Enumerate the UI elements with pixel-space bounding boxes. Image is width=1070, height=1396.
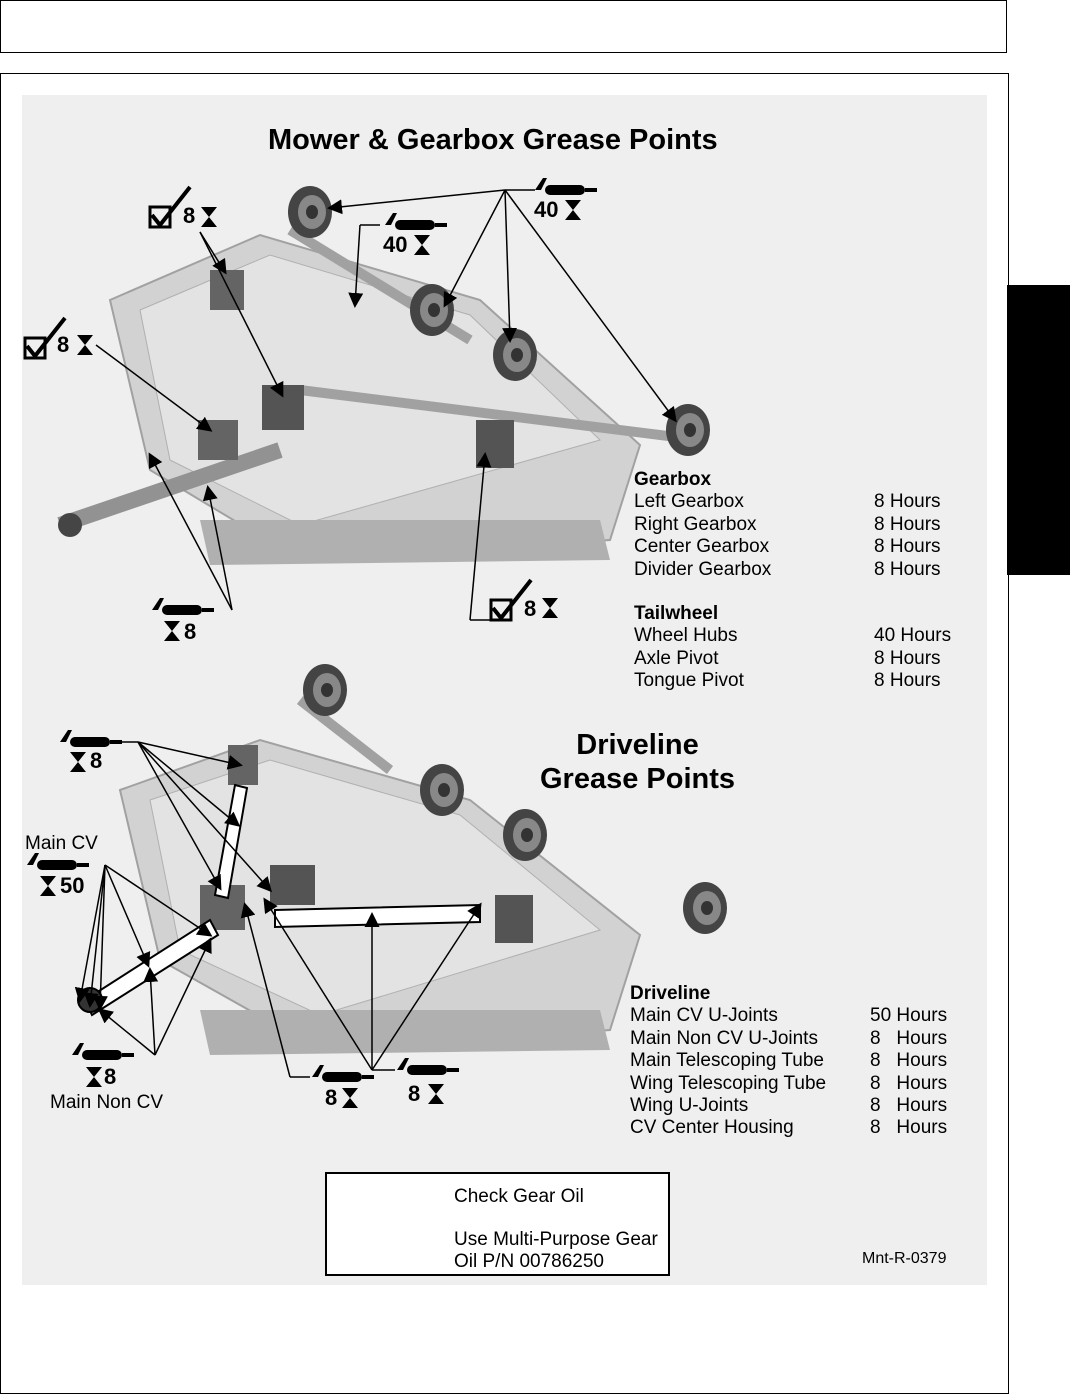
page-frame <box>0 73 1009 1394</box>
legend-check-label: Check Gear Oil <box>454 1186 584 1207</box>
callout-wing-hours: 8 <box>408 1081 421 1106</box>
row-label: Wing U-Joints <box>630 1095 749 1117</box>
row-value: 8 Hours <box>874 513 941 535</box>
row-value: 8 Hours <box>870 1072 948 1094</box>
tailwheel-icon <box>420 764 464 816</box>
row-label: Main Non CV U-Joints <box>630 1027 818 1049</box>
row-value: 8 Hours <box>870 1095 948 1117</box>
schedule-row: Right Gearbox 8 Hours <box>634 514 951 536</box>
tailwheel-icon <box>683 882 727 934</box>
schedule-row: Wing U-Joints 8 Hours <box>630 1095 947 1117</box>
callout-wheel-hubs-hours: 40 <box>534 197 559 222</box>
grease-gun-icon <box>27 853 89 870</box>
row-value: 8 Hours <box>870 1050 948 1072</box>
row-label: Right Gearbox <box>634 513 757 535</box>
tailwheel-icon <box>288 186 332 238</box>
schedule-row: Axle Pivot 8 Hours <box>634 648 951 670</box>
schedule-row: Main Non CV U-Joints 8 Hours <box>630 1028 947 1050</box>
hourglass-icons-bottom <box>40 752 444 1108</box>
driveline-schedule: Driveline Main CV U-Joints 50 Hours Main … <box>630 983 947 1140</box>
grease-gun-icon <box>385 213 447 230</box>
callout-tongue-pivot-hours: 8 <box>184 619 197 644</box>
schedule-row: CV Center Housing 8 Hours <box>630 1117 947 1139</box>
gearbox-heading: Gearbox <box>634 469 712 490</box>
figure-code: Mnt-R-0379 <box>862 1250 947 1267</box>
section2-title-line2: Grease Points <box>539 763 736 795</box>
section-tab <box>1007 285 1070 575</box>
schedule-row: Left Gearbox 8 Hours <box>634 491 951 513</box>
schedule-row: Wheel Hubs 40 Hours <box>634 625 951 647</box>
check-icon-right-gearbox <box>489 578 533 622</box>
legend-grease-label-line2: Oil P/N 00786250 <box>454 1251 604 1272</box>
tailwheel-icon <box>666 404 710 456</box>
legend-grease-label-line1: Use Multi-Purpose Gear <box>454 1229 658 1250</box>
schedule-row: Center Gearbox 8 Hours <box>634 536 951 558</box>
row-value: 8 Hours <box>874 558 941 580</box>
schedule-row: Wing Telescoping Tube 8 Hours <box>630 1073 947 1095</box>
tailwheel-icon <box>303 664 347 716</box>
grease-gun-icon <box>312 1065 374 1082</box>
check-icon-divider <box>23 316 67 360</box>
page-header-box <box>0 0 1007 53</box>
schedule-row: Main Telescoping Tube 8 Hours <box>630 1050 947 1072</box>
grease-gun-icon <box>72 1043 134 1060</box>
row-label: Tongue Pivot <box>634 670 744 692</box>
callout-main-non-cv-hours: 8 <box>104 1064 117 1089</box>
row-value: 8 Hours <box>874 491 941 513</box>
schedule-row: Main CV U-Joints 50 Hours <box>630 1005 947 1027</box>
row-label: CV Center Housing <box>630 1117 794 1139</box>
row-label: Center Gearbox <box>634 536 770 558</box>
row-label: Left Gearbox <box>634 491 744 513</box>
tailwheel-icon <box>410 284 454 336</box>
callout-main-cv-hours: 50 <box>60 873 85 898</box>
callout-telescoping-hours: 8 <box>325 1085 338 1110</box>
row-label: Divider Gearbox <box>634 558 772 580</box>
grease-gun-icon <box>535 178 597 195</box>
row-value: 8 Hours <box>874 536 941 558</box>
grease-gun-icon <box>60 730 122 747</box>
callout-divider-hours: 8 <box>57 332 70 357</box>
schedule-row: Tongue Pivot 8 Hours <box>634 670 951 692</box>
row-label: Wing Telescoping Tube <box>630 1072 827 1094</box>
legend-box <box>325 1172 670 1276</box>
bottom-callout-lines <box>74 741 482 1078</box>
section2-title-line1: Driveline <box>576 729 699 761</box>
row-label: Main Telescoping Tube <box>630 1050 824 1072</box>
row-label: Wheel Hubs <box>634 625 738 647</box>
main-cv-label: Main CV <box>25 833 98 854</box>
tailwheel-heading: Tailwheel <box>634 603 719 625</box>
callout-driveline-8: 8 <box>90 748 103 773</box>
check-icon-top-left-gearbox <box>148 185 192 229</box>
row-value: 8 Hours <box>870 1117 948 1139</box>
schedule-row: Divider Gearbox 8 Hours <box>634 559 951 581</box>
main-non-cv-label: Main Non CV <box>50 1092 163 1113</box>
callout-right-gearbox-hours: 8 <box>524 596 537 621</box>
row-value: 8 Hours <box>874 647 941 669</box>
top-mower-deck <box>57 225 701 565</box>
section1-title: Mower & Gearbox Grease Points <box>268 124 718 156</box>
row-value: 8 Hours <box>874 670 941 692</box>
hourglass-icons <box>77 200 581 641</box>
row-value: 40 Hours <box>874 625 952 647</box>
driveline-heading: Driveline <box>630 983 711 1004</box>
section2-title: Driveline Grease Points <box>515 728 760 796</box>
grease-gun-icon <box>397 1058 459 1075</box>
top-callout-lines <box>95 189 677 621</box>
callout-axle-hours: 40 <box>383 232 408 257</box>
tailwheel-icon <box>493 329 537 381</box>
row-label: Main CV U-Joints <box>630 1005 778 1027</box>
row-value: 8 Hours <box>870 1027 948 1049</box>
row-label: Axle Pivot <box>634 647 719 669</box>
callout-left-gearbox-hours: 8 <box>183 203 196 228</box>
gearbox-schedule: Gearbox Left Gearbox 8 Hours Right Gearbo… <box>634 469 951 693</box>
row-value: 50 Hours <box>870 1005 948 1027</box>
grease-gun-icon <box>152 598 214 615</box>
tailwheel-icon <box>503 809 547 861</box>
